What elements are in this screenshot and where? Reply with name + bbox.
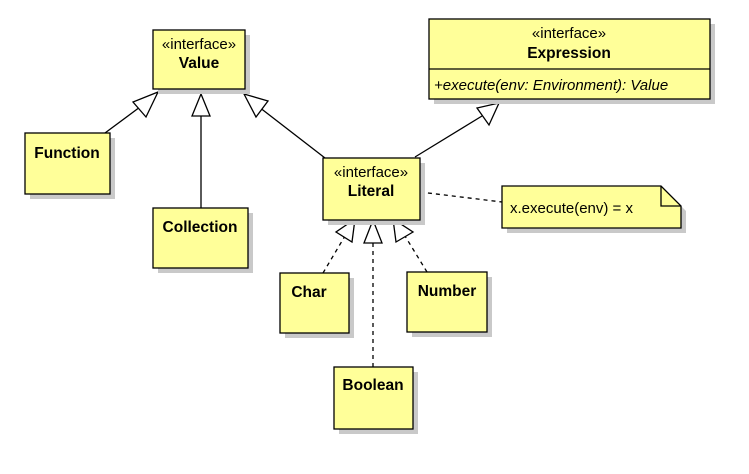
edge-note-literal bbox=[419, 191, 503, 203]
value-stereotype: «interface» bbox=[162, 36, 236, 53]
arrowhead-literal-value bbox=[242, 92, 270, 119]
arrowhead-boolean-literal bbox=[363, 218, 383, 244]
collection-name: Collection bbox=[163, 219, 238, 236]
literal-name: Literal bbox=[348, 183, 395, 200]
note-folded-corner bbox=[660, 186, 681, 207]
edge-number-literal bbox=[404, 235, 428, 273]
value-name: Value bbox=[179, 55, 220, 72]
edge-literal-expression bbox=[414, 115, 483, 158]
expression-name: Expression bbox=[527, 45, 611, 62]
arrowhead-function-value bbox=[131, 90, 160, 119]
edge-char-literal bbox=[322, 235, 346, 274]
function-name: Function bbox=[34, 145, 99, 162]
note[interactable]: x.execute(env) = x bbox=[501, 185, 686, 233]
class-function[interactable]: Function bbox=[24, 132, 115, 199]
expression-operation: +execute(env: Environment): Value bbox=[434, 77, 668, 94]
char-name: Char bbox=[291, 284, 326, 301]
class-expression[interactable]: «interface» Expression +execute(env: Env… bbox=[428, 18, 715, 104]
arrowhead-collection-value bbox=[191, 92, 211, 117]
class-value[interactable]: «interface» Value bbox=[152, 29, 250, 94]
class-literal[interactable]: «interface» Literal bbox=[322, 157, 425, 225]
class-char[interactable]: Char bbox=[279, 272, 354, 338]
edge-literal-value bbox=[258, 106, 326, 159]
number-name: Number bbox=[418, 283, 477, 300]
note-text: x.execute(env) = x bbox=[510, 200, 633, 217]
class-number[interactable]: Number bbox=[406, 271, 492, 337]
class-collection[interactable]: Collection bbox=[152, 207, 253, 273]
literal-stereotype: «interface» bbox=[334, 164, 408, 181]
arrowhead-literal-expression bbox=[475, 102, 501, 127]
class-boolean[interactable]: Boolean bbox=[333, 366, 418, 434]
boolean-name: Boolean bbox=[342, 377, 403, 394]
expression-stereotype: «interface» bbox=[532, 25, 606, 42]
